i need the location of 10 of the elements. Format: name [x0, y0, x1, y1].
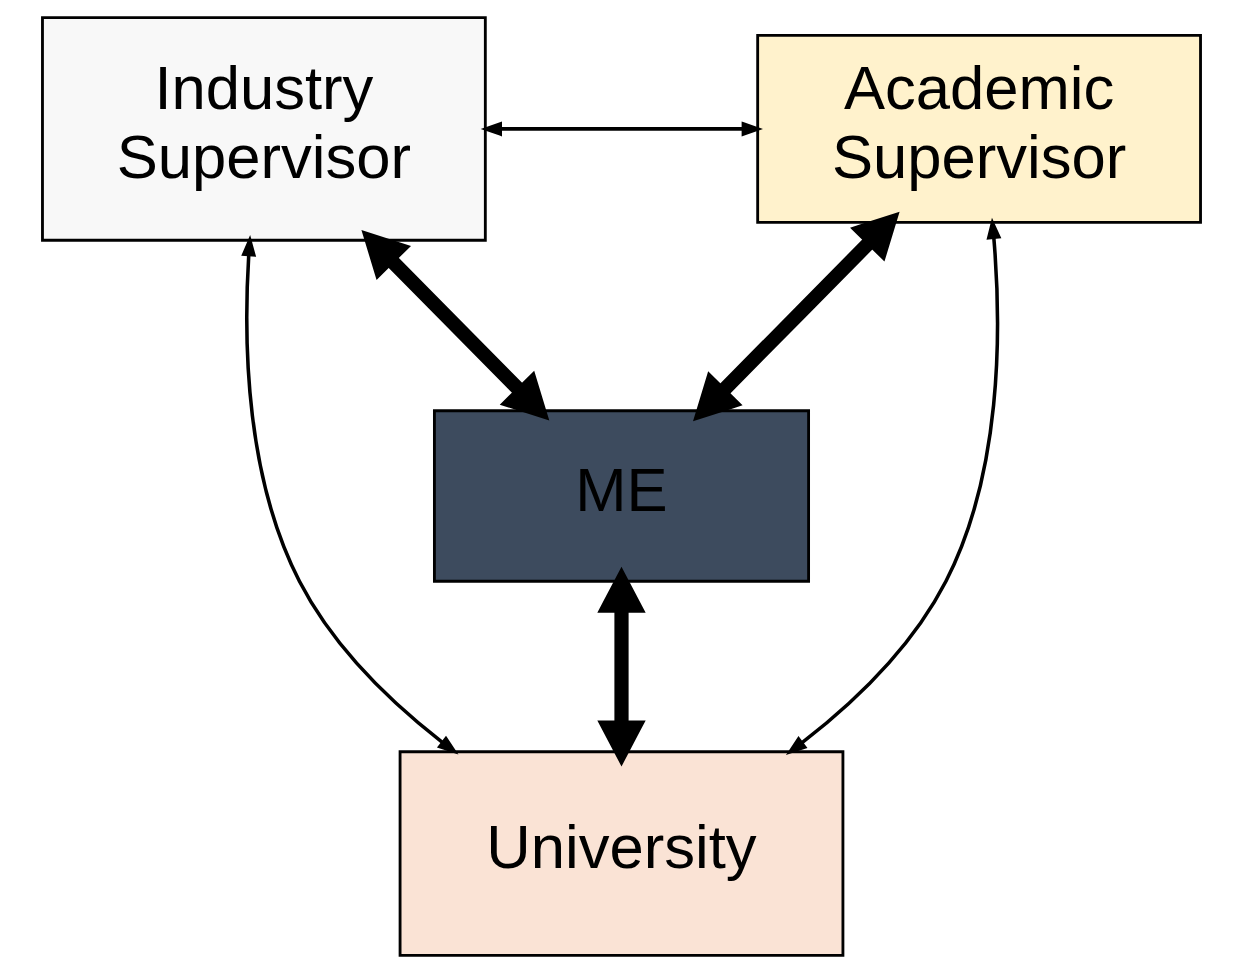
- arrow: [480, 121, 763, 137]
- node-box: ME: [433, 409, 810, 583]
- arrow: [693, 211, 900, 422]
- node-box: Industry Supervisor: [41, 16, 487, 242]
- node-box: Academic Supervisor: [756, 33, 1202, 224]
- arrow: [361, 230, 550, 421]
- arrow: [241, 235, 459, 755]
- arrow: [597, 566, 646, 767]
- arrow: [785, 217, 1002, 755]
- node-box: University: [398, 750, 845, 957]
